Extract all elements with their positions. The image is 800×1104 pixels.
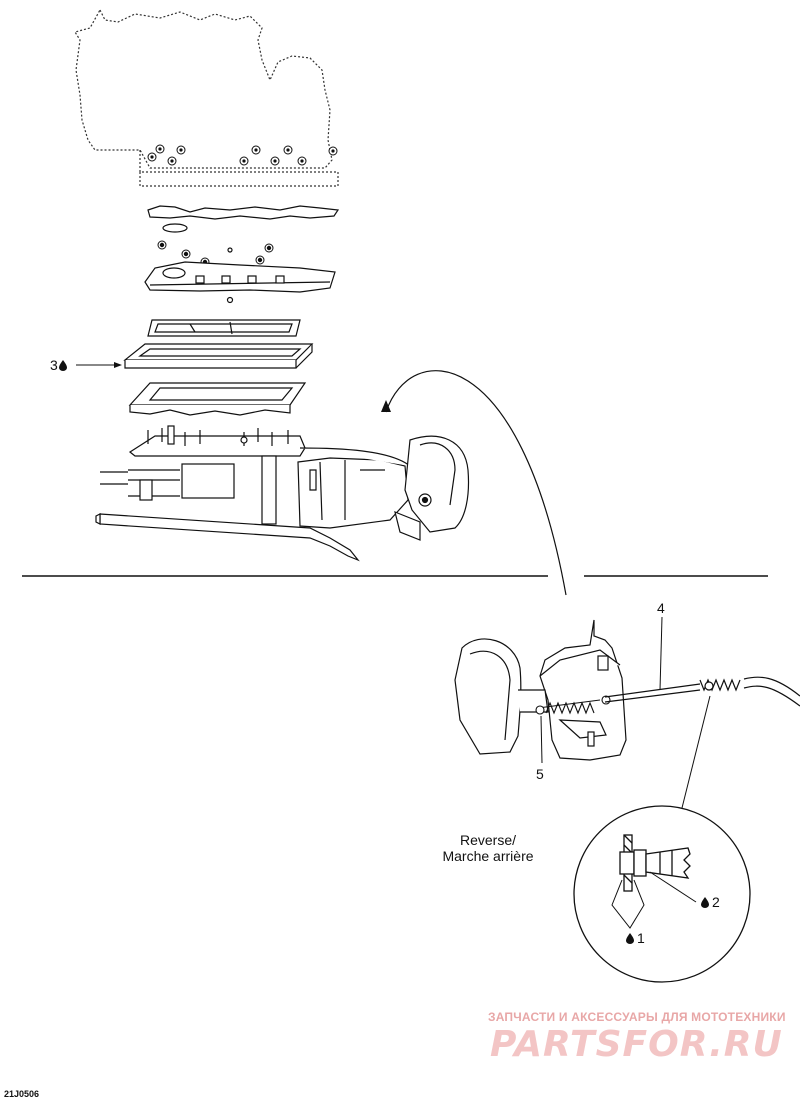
assembly-arrow-curve bbox=[385, 370, 567, 596]
drop-icon bbox=[58, 360, 67, 371]
figure-code: 21J0506 bbox=[4, 1089, 40, 1099]
pump-assembly bbox=[95, 425, 470, 562]
middle-gasket bbox=[147, 319, 301, 337]
reverse-label-line1: Reverse/ bbox=[459, 832, 517, 848]
reverse-cable bbox=[604, 676, 800, 707]
detail-fitting bbox=[619, 834, 691, 892]
callout-5-number: 5 bbox=[536, 766, 544, 782]
reverse-label-line2: Marche arrière bbox=[442, 848, 534, 864]
detail-circle bbox=[573, 805, 751, 983]
lower-gasket bbox=[128, 382, 307, 416]
tray-part-3 bbox=[123, 343, 314, 369]
callout-2: 2 bbox=[700, 894, 720, 910]
callout-4-number: 4 bbox=[657, 600, 665, 616]
upper-gasket bbox=[147, 205, 340, 233]
callout-3: 3 bbox=[50, 357, 67, 373]
drop-icon bbox=[626, 933, 634, 944]
drop-icon bbox=[701, 897, 709, 908]
engine-phantom-outline bbox=[74, 8, 339, 187]
reverse-label: Reverse/ Marche arrière bbox=[418, 832, 558, 864]
watermark-tagline: ЗАПЧАСТИ И АКСЕССУАРЫ ДЛЯ МОТОТЕХНИКИ bbox=[488, 1010, 786, 1024]
callout-1: 1 bbox=[625, 930, 645, 946]
reverse-gate-assembly bbox=[454, 619, 627, 761]
reverse-cable-spring bbox=[535, 695, 611, 715]
detail-leaders bbox=[611, 871, 697, 929]
callout-3-number: 3 bbox=[50, 357, 58, 373]
callout-1-number: 1 bbox=[637, 930, 645, 946]
callout-5: 5 bbox=[536, 766, 544, 782]
assembly-arrow-head bbox=[381, 400, 391, 412]
leader-5 bbox=[540, 715, 543, 764]
watermark-logo: PARTSFOR.RU bbox=[490, 1024, 783, 1065]
callout-2-number: 2 bbox=[712, 894, 720, 910]
leader-3-arrowhead bbox=[114, 362, 122, 368]
detail-leader bbox=[681, 695, 711, 809]
leader-4 bbox=[659, 616, 663, 691]
engine-base-nuts bbox=[147, 144, 338, 166]
callout-4: 4 bbox=[657, 600, 665, 616]
adapter-plate bbox=[144, 240, 336, 304]
